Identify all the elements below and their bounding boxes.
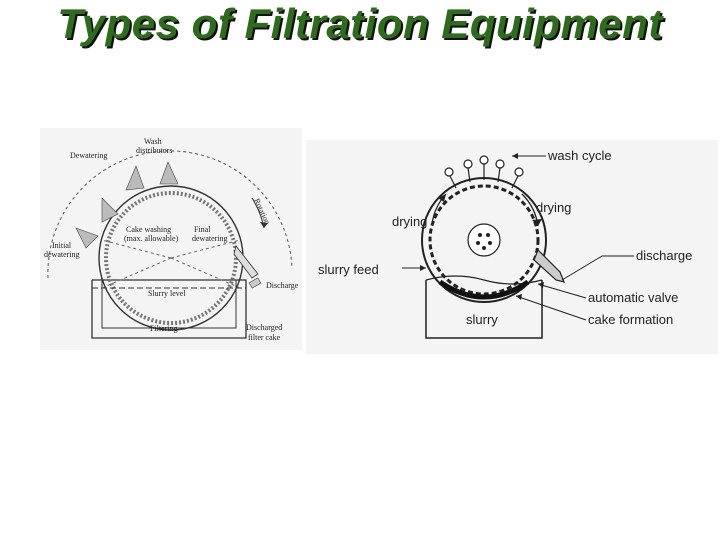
label-slurry-feed: slurry feed <box>318 262 379 277</box>
label-filter-cake: filter cake <box>248 333 281 342</box>
label-cake-washing: Cake washing <box>126 225 171 234</box>
label-final-dewatering: dewatering <box>192 234 228 243</box>
label-automatic-valve: automatic valve <box>588 290 678 305</box>
label-discharged: Discharged <box>246 323 282 332</box>
label-max-allowable: (max. allowable) <box>124 234 179 243</box>
label-cake-formation: cake formation <box>588 312 673 327</box>
label-filtering: Filtering <box>150 324 178 333</box>
label-distributors: distributors <box>136 146 172 155</box>
label-discharge: Discharge <box>266 281 299 290</box>
label-discharge: discharge <box>636 248 692 263</box>
label-slurry: slurry <box>466 312 498 327</box>
label-drying-right: drying <box>536 200 571 215</box>
label-initial-dewatering: dewatering <box>44 250 80 259</box>
rotary-drum-filter-diagram: wash cycle drying drying discharge slurr… <box>306 140 718 354</box>
label-initial: Initial <box>52 241 72 250</box>
label-final: Final <box>194 225 211 234</box>
label-wash-cycle: wash cycle <box>547 148 612 163</box>
page-title: Types of Filtration Equipment <box>57 0 663 47</box>
label-wash: Wash <box>144 137 162 146</box>
rotary-filter-stage-diagram: Wash distributors Dewatering Rotation Ca… <box>40 128 302 350</box>
label-slurry-level: Slurry level <box>148 289 186 298</box>
label-dewatering: Dewatering <box>70 151 107 160</box>
label-drying-left: drying <box>392 214 427 229</box>
